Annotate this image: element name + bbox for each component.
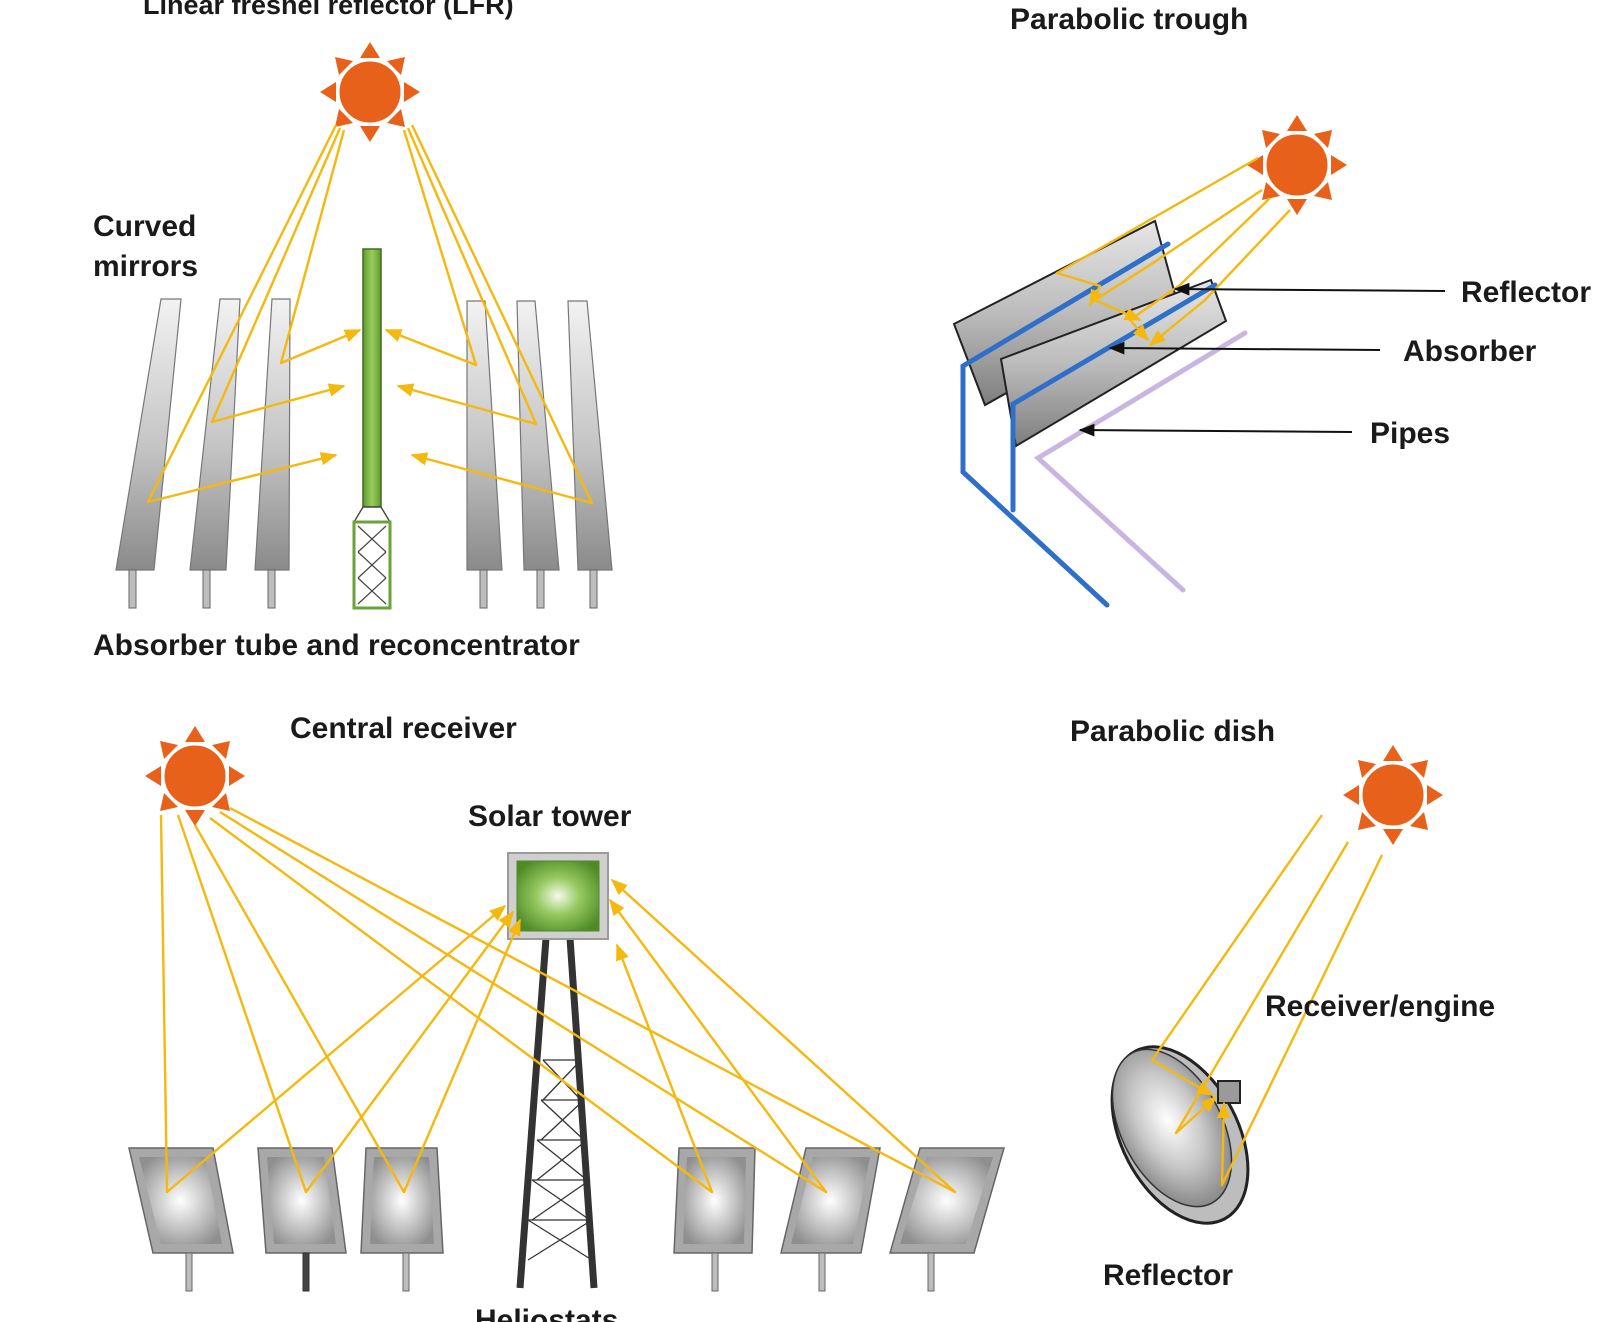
trough-reflector-label: Reflector [1461, 276, 1591, 309]
absorber-tube-label: Absorber tube and reconcentrator [93, 629, 580, 662]
pipes-line [1033, 330, 1248, 593]
trough-rays [1055, 156, 1291, 347]
lfr-title: Linear fresnel reflector (LFR) [143, 0, 514, 20]
trough-pipes-label: Pipes [1370, 417, 1450, 450]
dish-reflector-label: Reflector [1103, 1259, 1233, 1292]
central-panel: Central receiver Solar tower [128, 712, 1005, 1322]
lfr-rays [146, 124, 594, 505]
dish-panel: Parabolic dish Receiver/engine Reflector [1070, 715, 1495, 1292]
absorber-pipe-1 [960, 241, 1171, 608]
mirror-left-2 [189, 298, 241, 571]
mirror-left-1 [115, 298, 182, 571]
dish-rays [1150, 814, 1384, 1187]
dish-sun-icon [1341, 743, 1445, 847]
central-title: Central receiver [290, 712, 517, 745]
mirror-right-3 [567, 300, 613, 571]
receiver-engine-box [1217, 1080, 1241, 1104]
solar-tower [507, 852, 609, 1289]
central-rays [159, 806, 957, 1194]
curved-mirrors-label-line1: Curved [93, 210, 196, 243]
curved-mirrors [115, 298, 613, 609]
absorber-tube [352, 248, 392, 610]
trough-panel: Parabolic trough Reflector Absorber Pipe… [952, 3, 1591, 608]
mirror-left-3 [254, 298, 291, 571]
dish-title: Parabolic dish [1070, 715, 1275, 748]
heliostat-4 [673, 1147, 756, 1292]
receiver-engine-label: Receiver/engine [1265, 990, 1495, 1023]
heliostat-1 [128, 1147, 234, 1292]
heliostats [128, 1147, 1005, 1292]
heliostat-5 [780, 1147, 881, 1292]
solar-tower-label: Solar tower [468, 800, 632, 833]
heliostat-3 [360, 1147, 444, 1292]
mirror-right-2 [516, 300, 560, 571]
central-sun-icon [143, 724, 247, 828]
heliostat-2 [257, 1147, 347, 1292]
trough-title: Parabolic trough [1010, 3, 1248, 36]
curved-mirrors-label-line2: mirrors [93, 250, 198, 283]
lfr-panel: Linear fresnel reflector (LFR) Curved mi… [93, 0, 613, 662]
heliostats-label: Heliostats [475, 1304, 618, 1322]
heliostat-6 [889, 1147, 1005, 1292]
mirror-right-1 [466, 300, 503, 571]
trough-sun-icon [1245, 113, 1349, 217]
trough-absorber-label: Absorber [1403, 335, 1537, 368]
